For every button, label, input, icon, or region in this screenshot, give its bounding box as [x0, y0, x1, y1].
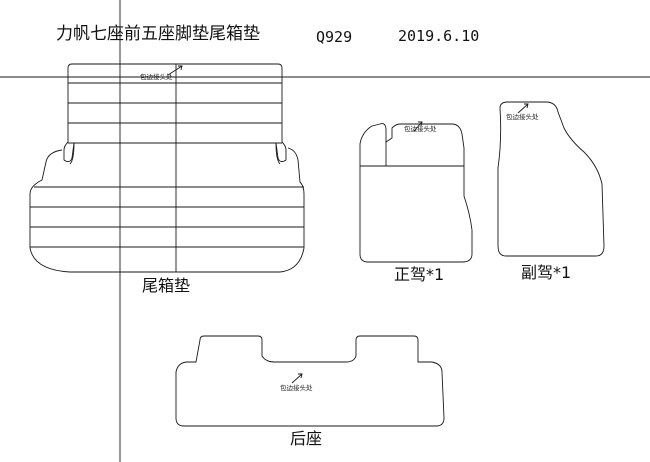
driver-mat-label: 正驾*1: [394, 265, 445, 284]
trunk-seam-pointer: [167, 65, 183, 76]
passenger-mat-label: 副驾*1: [521, 263, 572, 282]
trunk-mat-label: 尾箱垫: [142, 276, 191, 295]
driver-seam-pointer: [413, 121, 423, 132]
trunk-mat-fold-lines: [30, 64, 304, 272]
rear-mat-label: 后座: [290, 429, 323, 448]
model-code: Q929: [316, 28, 353, 46]
rear-seam-pointer: [291, 373, 303, 384]
driver-mat-outline: [359, 123, 473, 263]
rear-seam-note: 包边接头处: [280, 384, 313, 392]
sheet-date: 2019.6.10: [398, 27, 480, 45]
driver-seam-note: 包边接头处: [404, 125, 437, 133]
passenger-seam-pointer: [517, 103, 529, 114]
trunk-mat-outline: [29, 63, 305, 273]
rear-mat-outline: [175, 335, 445, 427]
passenger-mat-outline: [497, 101, 605, 257]
sheet-title: 力帆七座前五座脚垫尾箱垫: [56, 24, 260, 44]
passenger-seam-note: 包边接头处: [506, 113, 539, 121]
trunk-seam-note: 包边接头处: [140, 73, 173, 81]
